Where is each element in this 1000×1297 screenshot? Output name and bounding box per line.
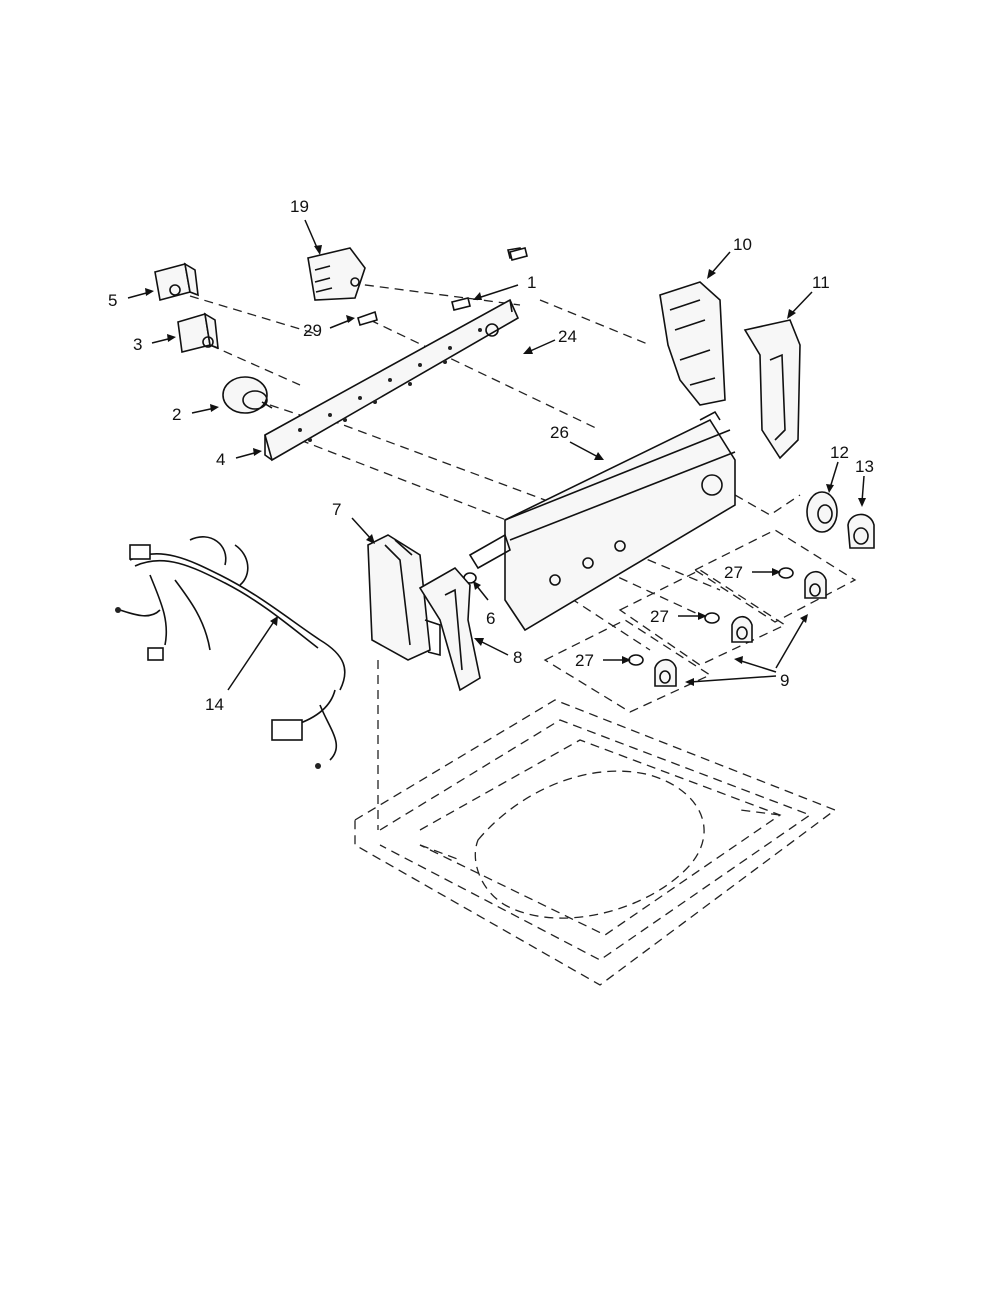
callout-8: 8	[513, 648, 522, 667]
switch-part-3	[177, 312, 219, 353]
callout-27-c: 27	[575, 651, 594, 670]
insert-part-27-c	[628, 654, 644, 666]
end-trim-part-8	[418, 566, 481, 692]
callout-5: 5	[108, 291, 117, 310]
callout-26: 26	[550, 423, 569, 442]
callout-arrows	[127, 219, 866, 691]
knob-part-13	[847, 513, 875, 549]
screw-part-29	[357, 310, 378, 326]
callout-2: 2	[172, 405, 181, 424]
knob-skirt-part-12	[806, 491, 838, 533]
module-part-19	[307, 247, 366, 301]
callout-6: 6	[486, 609, 495, 628]
control-bracket-part-4	[264, 298, 520, 462]
end-cap-part-7	[367, 534, 441, 661]
callout-27-b: 27	[650, 607, 669, 626]
callout-13: 13	[855, 457, 874, 476]
knob-set-part-9	[654, 570, 827, 687]
screw-part-24	[507, 247, 528, 261]
callout-9: 9	[780, 671, 789, 690]
callout-29: 29	[303, 321, 322, 340]
end-cap-part-10	[659, 281, 726, 406]
washer-top-outline	[354, 699, 837, 986]
callout-24: 24	[558, 327, 577, 346]
knob-1	[804, 570, 827, 599]
timer-part-2	[222, 376, 273, 414]
callout-27-a: 27	[724, 563, 743, 582]
callout-3: 3	[133, 335, 142, 354]
callout-4: 4	[216, 450, 225, 469]
callout-labels: 1 2 3 4 5 6 7 8 9 10 11 12 13 14 19 24 2…	[108, 197, 874, 714]
wire-harness-part-14	[115, 536, 346, 769]
callout-12: 12	[830, 443, 849, 462]
screw-part-1	[451, 297, 471, 311]
insert-part-27-b	[704, 612, 720, 624]
knob-3	[654, 658, 677, 687]
insert-part-27-a	[778, 567, 794, 579]
callout-19: 19	[290, 197, 309, 216]
callout-1: 1	[527, 273, 536, 292]
callout-14: 14	[205, 695, 224, 714]
callout-7: 7	[332, 500, 341, 519]
callout-11: 11	[812, 273, 830, 292]
switch-part-5	[154, 262, 199, 301]
control-panel-part-26	[468, 410, 736, 632]
end-trim-part-11	[743, 319, 801, 460]
callout-10: 10	[733, 235, 752, 254]
knob-2	[731, 615, 753, 643]
